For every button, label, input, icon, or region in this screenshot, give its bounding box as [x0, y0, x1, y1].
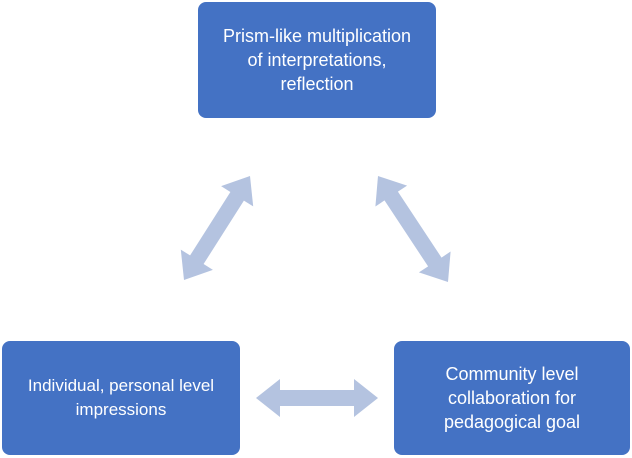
- node-left-label: Individual, personal level impressions: [27, 376, 215, 419]
- node-right-label: Community level collaboration for pedago…: [443, 364, 581, 432]
- arrow-top-right: [375, 176, 451, 282]
- node-individual-personal-level: Individual, personal level impressions: [2, 341, 240, 455]
- node-top-label: Prism-like multiplication of interpretat…: [222, 26, 412, 94]
- arrow-left-right: [256, 379, 378, 417]
- node-community-level: Community level collaboration for pedago…: [394, 341, 630, 455]
- node-prism-like-multiplication: Prism-like multiplication of interpretat…: [198, 2, 436, 118]
- arrow-top-left: [180, 176, 254, 280]
